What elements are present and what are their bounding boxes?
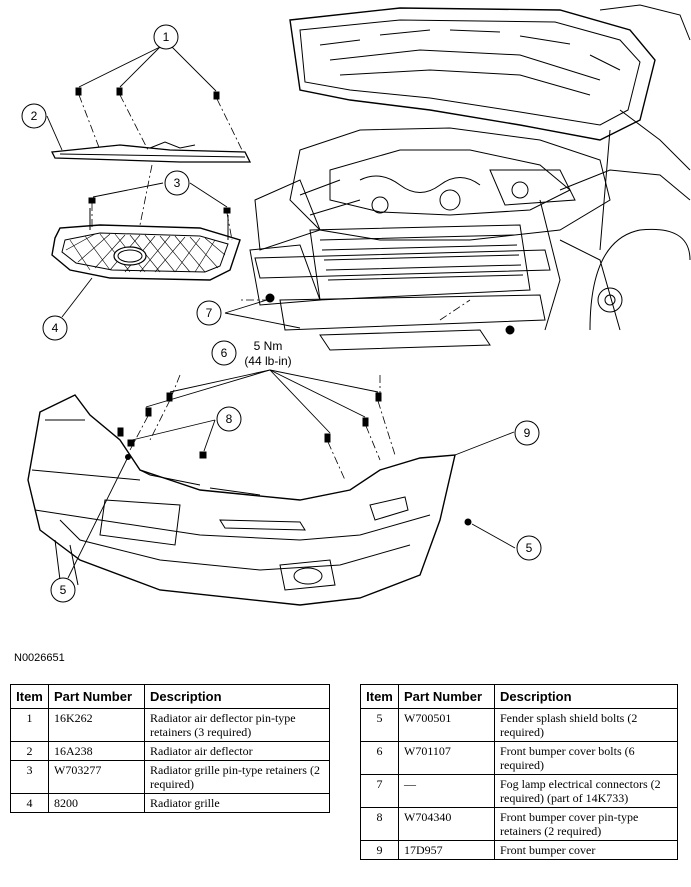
- header-part-number: Part Number: [398, 684, 495, 709]
- row-item: 4: [10, 793, 49, 813]
- svg-text:9: 9: [524, 426, 531, 440]
- row-description: Front bumper cover: [494, 840, 678, 860]
- radiator-grille: [51, 208, 241, 281]
- callout-3: 3: [164, 170, 190, 196]
- row-item: 3: [10, 760, 49, 794]
- front-bumper-cover: [27, 394, 456, 606]
- table-header-row: Item Part Number Description: [10, 684, 330, 709]
- row-part-number: W701107: [398, 741, 495, 775]
- table-row: 4 8200 Radiator grille: [10, 793, 330, 813]
- callout-7: 7: [196, 300, 222, 326]
- callout-4: 4: [42, 315, 68, 341]
- table-row: 3 W703277 Radiator grille pin-type retai…: [10, 760, 330, 794]
- callout-2: 2: [21, 103, 47, 129]
- svg-text:7: 7: [206, 306, 213, 320]
- svg-text:2: 2: [31, 109, 38, 123]
- row-part-number: 16A238: [48, 741, 145, 761]
- callouts: 1 2 3 4 7 6 8 9: [21, 24, 542, 603]
- header-part-number: Part Number: [48, 684, 145, 709]
- row-part-number: 17D957: [398, 840, 495, 860]
- callout-6: 6: [211, 340, 237, 366]
- table-row: 6 W701107 Front bumper cover bolts (6 re…: [360, 741, 678, 775]
- callout-9: 9: [514, 420, 540, 446]
- row-part-number: 8200: [48, 793, 145, 813]
- table-row: 9 17D957 Front bumper cover: [360, 840, 678, 860]
- table-header-row: Item Part Number Description: [360, 684, 678, 709]
- torque-lbin: (44 lb-in): [244, 354, 291, 368]
- callout-8: 8: [216, 406, 242, 432]
- row-item: 5: [360, 708, 399, 742]
- fastener-group: [75, 87, 472, 526]
- row-description: Radiator grille pin-type retainers (2 re…: [144, 760, 330, 794]
- header-item: Item: [360, 684, 399, 709]
- assembly-lines: [78, 94, 471, 481]
- svg-text:4: 4: [52, 321, 59, 335]
- row-description: Fender splash shield bolts (2 required): [494, 708, 678, 742]
- callout-1: 1: [153, 24, 179, 50]
- svg-text:6: 6: [221, 346, 228, 360]
- table-row: 1 16K262 Radiator air deflector pin-type…: [10, 708, 330, 742]
- svg-text:8: 8: [226, 412, 233, 426]
- svg-text:1: 1: [163, 30, 170, 44]
- row-description: Front bumper cover pin-type retainers (2…: [494, 807, 678, 841]
- parts-table-right: Item Part Number Description 5 W700501 F…: [360, 684, 678, 860]
- row-description: Radiator grille: [144, 793, 330, 813]
- row-part-number: W704340: [398, 807, 495, 841]
- header-item: Item: [10, 684, 49, 709]
- radiator-air-deflector: [50, 141, 252, 163]
- table-row: 5 W700501 Fender splash shield bolts (2 …: [360, 708, 678, 742]
- row-part-number: W703277: [48, 760, 145, 794]
- svg-text:3: 3: [174, 176, 181, 190]
- row-description: Radiator air deflector: [144, 741, 330, 761]
- row-description: Radiator air deflector pin-type retainer…: [144, 708, 330, 742]
- row-part-number: —: [398, 774, 495, 808]
- row-item: 9: [360, 840, 399, 860]
- row-item: 1: [10, 708, 49, 742]
- parts-table-left: Item Part Number Description 1 16K262 Ra…: [10, 684, 330, 813]
- figure-id: N0026651: [14, 652, 65, 664]
- table-row: 2 16A238 Radiator air deflector: [10, 741, 330, 761]
- row-part-number: W700501: [398, 708, 495, 742]
- header-description: Description: [144, 684, 330, 709]
- row-item: 6: [360, 741, 399, 775]
- svg-text:5: 5: [526, 541, 533, 555]
- torque-spec: 5 Nm (44 lb-in): [244, 339, 291, 368]
- table-row: 7 — Fog lamp electrical connectors (2 re…: [360, 774, 678, 808]
- row-item: 7: [360, 774, 399, 808]
- header-description: Description: [494, 684, 678, 709]
- torque-nm: 5 Nm: [254, 339, 283, 353]
- table-row: 8 W704340 Front bumper cover pin-type re…: [360, 807, 678, 841]
- leader-lines: [46, 46, 516, 579]
- row-description: Fog lamp electrical connectors (2 requir…: [494, 774, 678, 808]
- callout-5-right: 5: [516, 535, 542, 561]
- callout-5-left: 5: [50, 577, 76, 603]
- row-part-number: 16K262: [48, 708, 145, 742]
- svg-text:5: 5: [60, 583, 67, 597]
- exploded-view-diagram: 1 2 3 4 7 6 8 9: [21, 4, 691, 606]
- car-front-illustration: [249, 4, 691, 351]
- row-item: 2: [10, 741, 49, 761]
- row-item: 8: [360, 807, 399, 841]
- row-description: Front bumper cover bolts (6 required): [494, 741, 678, 775]
